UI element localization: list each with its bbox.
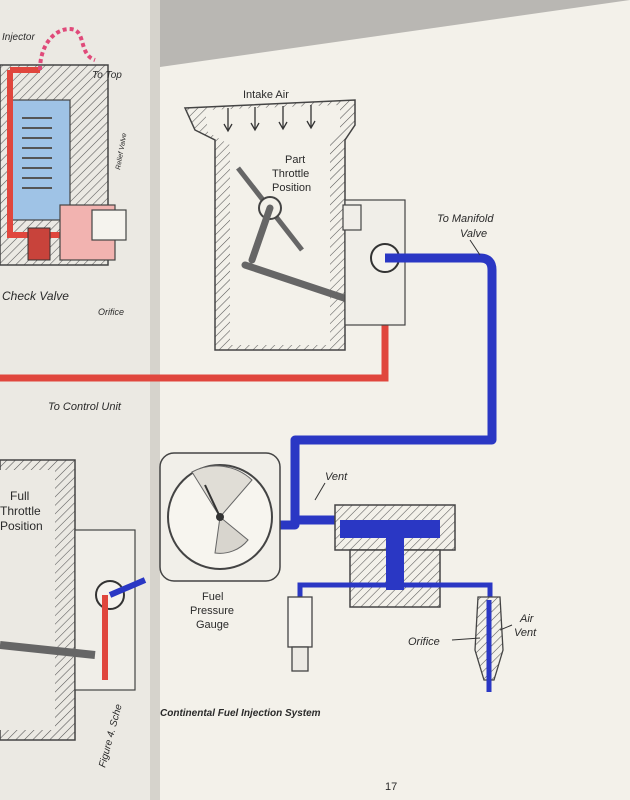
intake-air-label: Intake Air — [243, 89, 289, 101]
air-vent-label-1: Air — [519, 613, 535, 625]
spring — [22, 117, 52, 189]
to-control-unit-label: To Control Unit — [48, 401, 122, 413]
left-fitting — [287, 596, 313, 648]
check-valve-body — [27, 227, 51, 261]
gauge-hub — [216, 513, 224, 521]
full-throttle-label-1: Full — [10, 489, 29, 503]
intake-arrowheads — [223, 120, 316, 133]
part-throttle-label-3: Position — [272, 182, 311, 194]
figure-caption: Continental Fuel Injection System — [160, 708, 321, 719]
gauge-label-3: Gauge — [196, 619, 229, 631]
to-manifold-valve-label-2: Valve — [460, 228, 487, 240]
part-throttle-label-1: Part — [285, 154, 305, 166]
gauge-needle — [204, 484, 221, 518]
orifice-leader — [451, 637, 481, 641]
book-gutter — [150, 0, 160, 800]
vent-leader — [314, 482, 326, 501]
vent-label: Vent — [325, 471, 348, 483]
right-page-content: Intake Air Part Throttle Position To Man… — [159, 89, 537, 793]
full-throttle-bore — [0, 470, 55, 730]
gauge-label-2: Pressure — [190, 605, 234, 617]
relief-valve-body — [91, 209, 127, 241]
left-blue-line — [108, 577, 147, 598]
full-throttle-label-3: Position — [0, 519, 43, 533]
left-page-content: Injector To Top Relief Valve Check Valve… — [0, 27, 389, 769]
left-fitting-tip — [291, 646, 309, 672]
linkage-notch — [342, 204, 362, 231]
gauge-label-1: Fuel — [202, 591, 223, 603]
part-throttle-label-2: Throttle — [272, 168, 309, 180]
intake-arrows — [227, 105, 312, 130]
air-vent-leader — [499, 624, 513, 631]
injector-label: Injector — [2, 32, 35, 43]
blue-fuel-line-main — [280, 253, 497, 530]
air-vent-label-2: Vent — [514, 627, 537, 639]
right-orifice-label: Orifice — [408, 636, 440, 648]
vent-stem — [386, 538, 404, 590]
gauge-lower-sector — [214, 516, 249, 554]
left-link-arm — [0, 641, 96, 659]
full-throttle-label-2: Throttle — [0, 504, 41, 518]
vent-passage — [340, 520, 440, 538]
injector-line — [38, 27, 96, 71]
to-manifold-valve-label-1: To Manifold — [437, 213, 494, 225]
to-top-label: To Top — [92, 70, 122, 81]
left-orifice-label: Orifice — [98, 307, 124, 317]
page-number: 17 — [385, 781, 397, 793]
manifold-leader — [469, 239, 481, 256]
gauge-sector — [191, 465, 253, 518]
check-valve-label: Check Valve — [2, 289, 69, 303]
